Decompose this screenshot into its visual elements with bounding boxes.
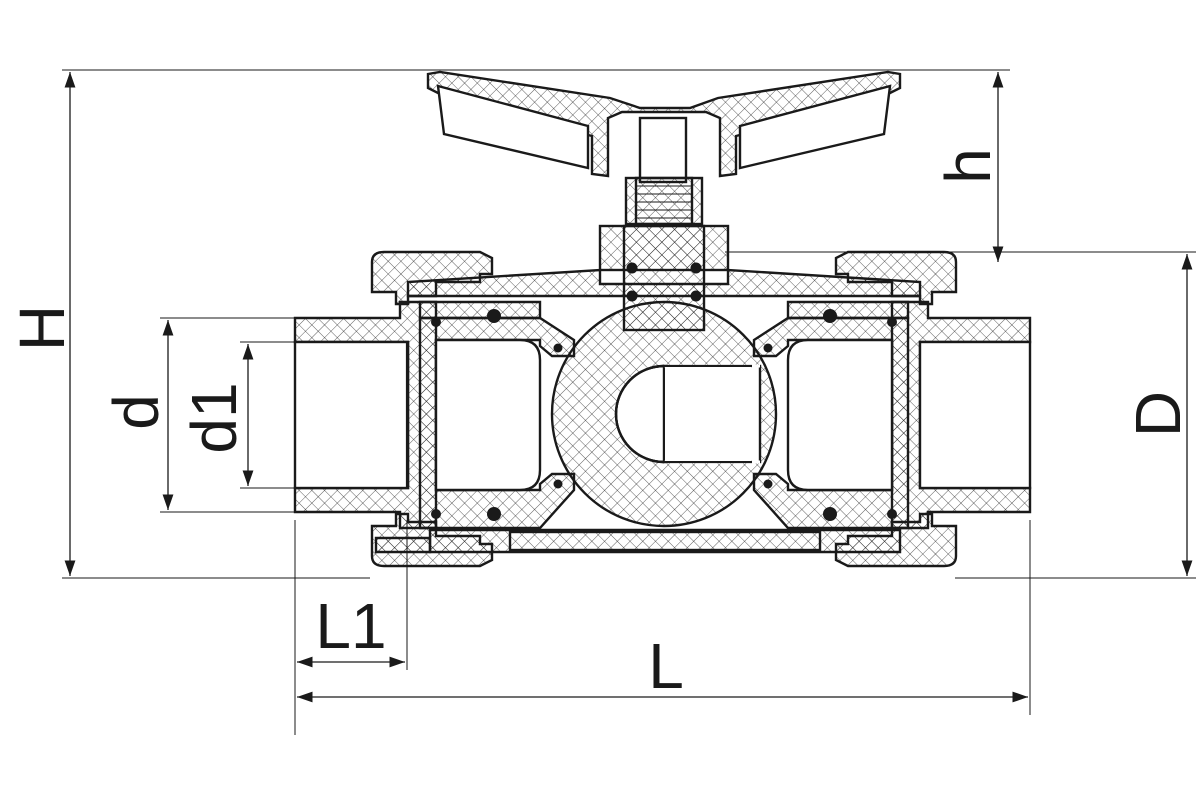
label-h: h xyxy=(932,148,1004,184)
right-seat xyxy=(752,309,910,530)
label-L: L xyxy=(648,630,684,702)
left-seat xyxy=(418,309,576,530)
handle xyxy=(426,70,902,226)
valve-body xyxy=(293,70,1032,568)
ball xyxy=(550,300,778,528)
right-end-connector xyxy=(890,300,1032,530)
extension-lines xyxy=(62,69,1196,735)
label-d: d xyxy=(100,394,172,430)
label-d1: d1 xyxy=(178,382,250,453)
dimension-arrows xyxy=(64,72,1193,703)
dimension-labels: H h D d d1 L L1 xyxy=(6,148,1194,702)
label-L1: L1 xyxy=(315,590,386,662)
label-H: H xyxy=(6,305,78,351)
label-D: D xyxy=(1122,391,1194,437)
left-end-connector xyxy=(293,300,438,530)
